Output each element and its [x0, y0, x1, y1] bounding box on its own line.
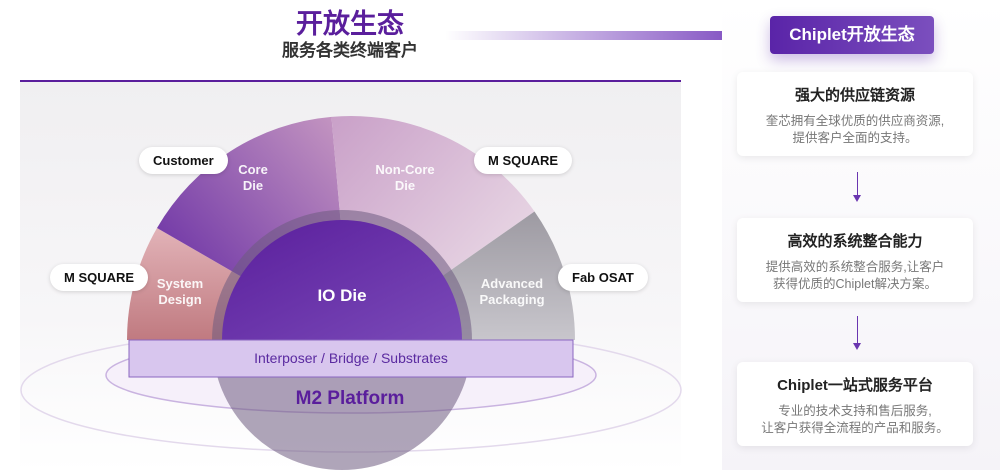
arrow-down-icon	[853, 172, 861, 202]
card-title: 高效的系统整合能力	[787, 233, 923, 250]
header: 开放生态 服务各类终端客户	[250, 8, 450, 62]
card-line: 提供高效的系统整合服务,让客户	[765, 260, 945, 274]
segment-label-advanced-packaging: Advanced Packaging	[479, 276, 545, 307]
feature-card: 高效的系统整合能力 提供高效的系统整合服务,让客户 获得优质的Chiplet解决…	[737, 218, 973, 302]
card-title: Chiplet一站式服务平台	[777, 377, 933, 394]
partner-pill-m-square-left: M SQUARE	[50, 264, 149, 291]
partner-pill-fab-osat: Fab OSAT	[558, 264, 648, 291]
card-line: 奎芯拥有全球优质的供应商资源,	[765, 114, 945, 128]
partner-pill-m-square-right: M SQUARE	[474, 147, 573, 174]
feature-card: Chiplet一站式服务平台 专业的技术支持和售后服务, 让客户获得全流程的产品…	[737, 362, 973, 446]
io-die-label: IO Die	[317, 286, 367, 305]
chiplet-badge: Chiplet开放生态	[770, 16, 934, 54]
io-die	[222, 220, 462, 340]
card-line: 专业的技术支持和售后服务,	[778, 404, 932, 418]
card-title: 强大的供应链资源	[794, 87, 915, 104]
card-line: 提供客户全面的支持。	[792, 131, 918, 145]
ecosystem-diagram	[20, 116, 682, 470]
segment-label-core-die: Core Die	[238, 162, 268, 193]
page-subtitle: 服务各类终端客户	[282, 41, 418, 60]
partner-pill-customer: Customer	[139, 147, 228, 174]
platform-label: M2 Platform	[295, 388, 405, 409]
substrate-label: Interposer / Bridge / Substrates	[254, 350, 448, 366]
card-line: 让客户获得全流程的产品和服务。	[761, 421, 949, 435]
page-title: 开放生态	[296, 9, 404, 39]
substrate-bar	[128, 339, 574, 378]
segment-label-system-design: System Design	[156, 276, 204, 307]
arrow-down-icon	[853, 316, 861, 350]
arrow-right-icon	[445, 31, 745, 40]
card-line: 获得优质的Chiplet解决方案。	[773, 277, 937, 291]
feature-card: 强大的供应链资源 奎芯拥有全球优质的供应商资源, 提供客户全面的支持。	[737, 72, 973, 156]
segment-label-non-core-die: Non-Core Die	[375, 162, 435, 193]
